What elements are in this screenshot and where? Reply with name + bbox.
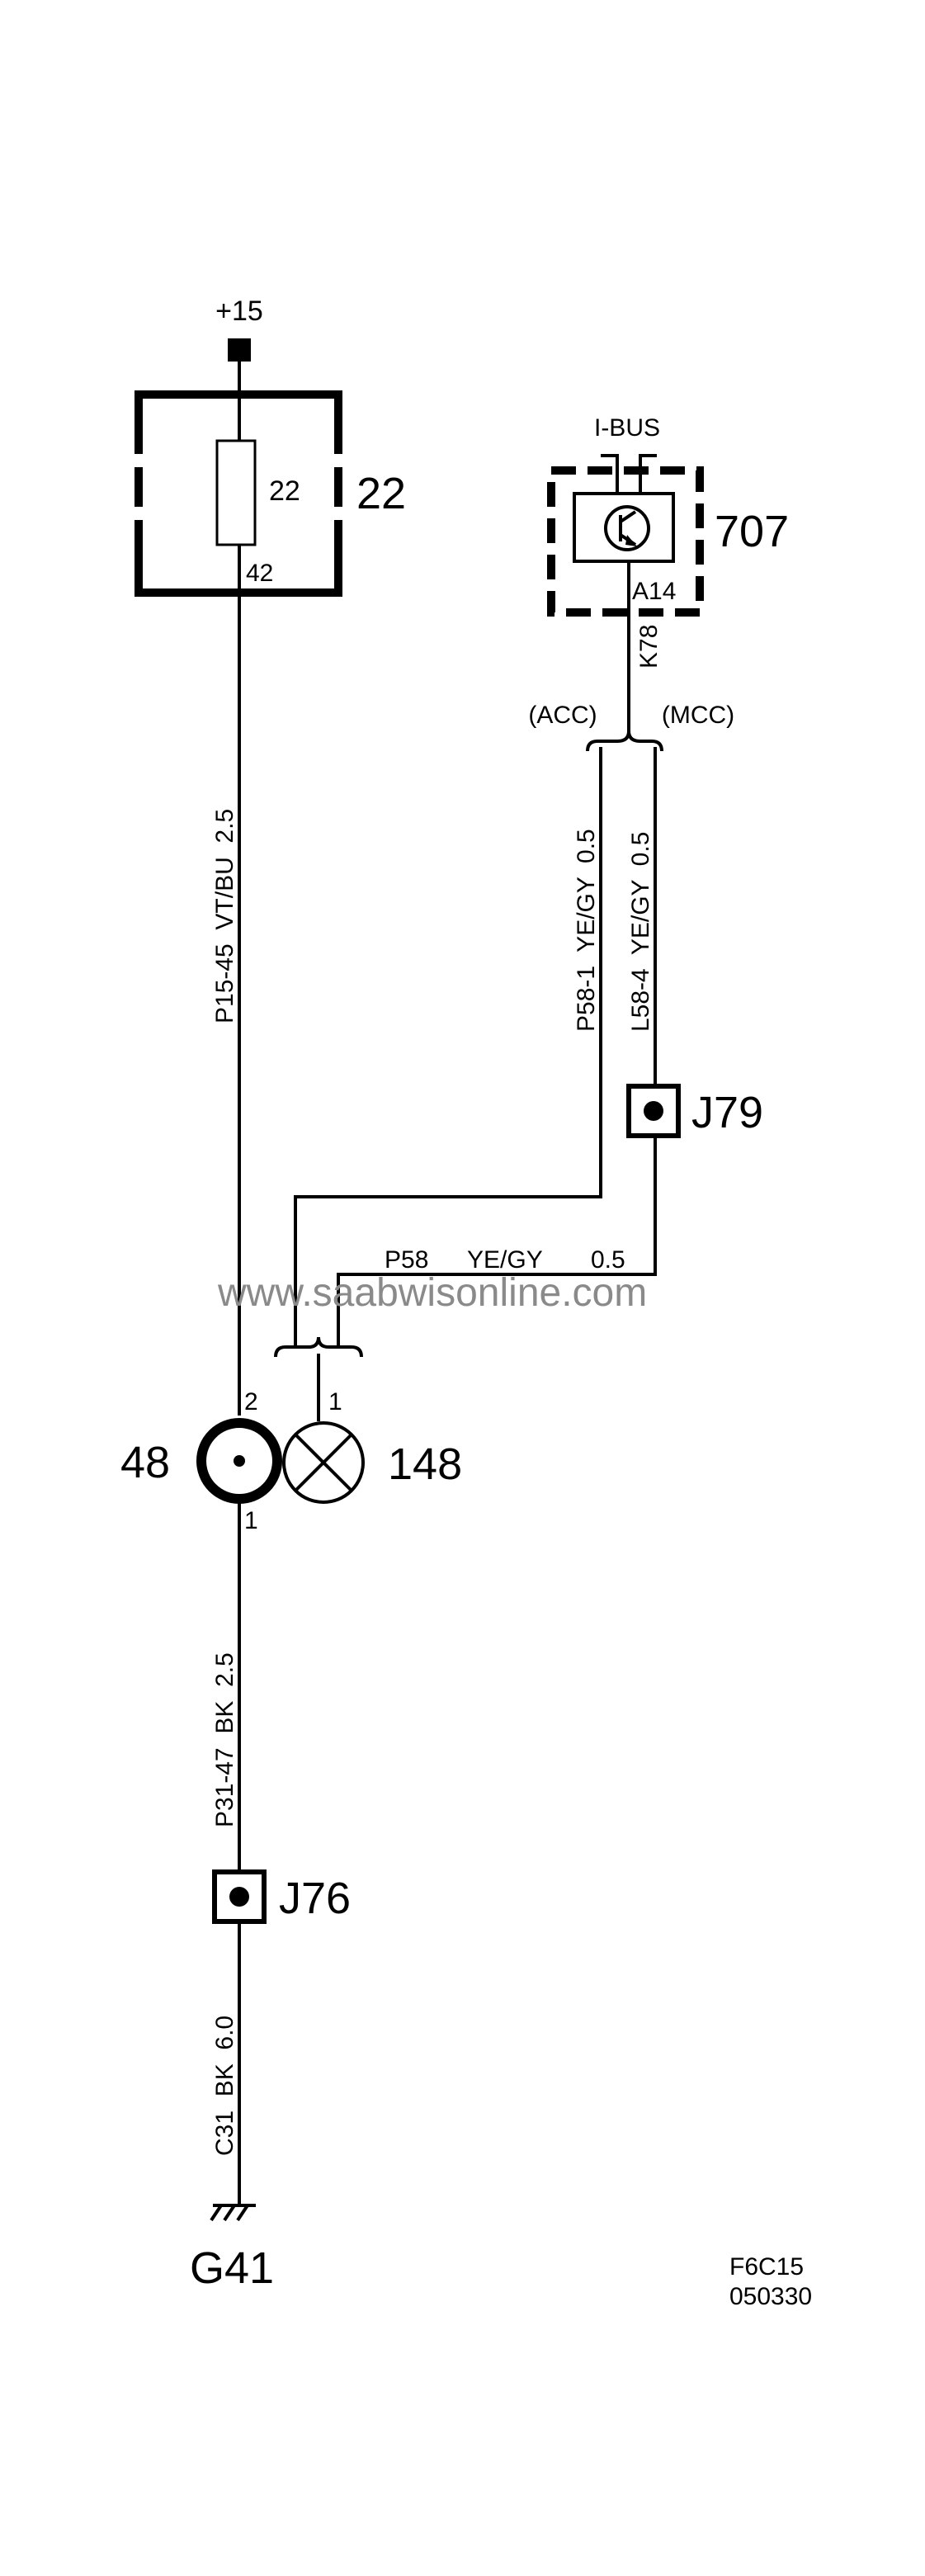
watermark: www.saabwisonline.com <box>217 1271 647 1315</box>
branch-right-label: (MCC) <box>662 702 734 729</box>
splice-j76-id: J76 <box>279 1874 351 1923</box>
doc-date: 050330 <box>729 2283 812 2310</box>
wire-mcc-label: L58-4 YE/GY 0.5 <box>627 832 654 1032</box>
branch-left-label: (ACC) <box>528 702 597 729</box>
fuse-box-id: 22 <box>356 469 406 518</box>
supply-terminal <box>228 338 251 362</box>
fuse-label: 22 <box>269 475 300 507</box>
wire-ground-lower-label: C31 BK 6.0 <box>211 2016 238 2156</box>
lamp-id: 148 <box>388 1439 462 1489</box>
fuse-pin: 42 <box>246 560 273 587</box>
lamp-brace <box>274 1336 363 1358</box>
switch-48 <box>196 1418 282 1504</box>
wire-k78-label: K78 <box>635 625 663 669</box>
splice-j79 <box>626 1084 681 1138</box>
module-id: 707 <box>715 507 789 556</box>
lamp-pin: 1 <box>328 1388 342 1416</box>
wire-ground-upper-label: P31-47 BK 2.5 <box>211 1652 238 1827</box>
branch-brace <box>586 730 663 752</box>
module-bus-label: I-BUS <box>594 414 660 442</box>
wire-horizontal-color: YE/GY <box>467 1246 543 1274</box>
wire-horizontal-code: P58 <box>385 1246 428 1274</box>
fuse-element <box>215 439 257 546</box>
fuse-box-22 <box>135 390 342 597</box>
switch-id: 48 <box>120 1438 170 1487</box>
wire-acc-label: P58-1 YE/GY 0.5 <box>573 829 600 1032</box>
ground-symbol <box>210 2204 256 2222</box>
wire-main-label: P15-45 VT/BU 2.5 <box>211 809 238 1023</box>
ground-id: G41 <box>190 2243 274 2293</box>
lamp-148 <box>282 1421 365 1504</box>
doc-code: F6C15 <box>729 2253 804 2281</box>
splice-j79-id: J79 <box>691 1088 763 1137</box>
splice-j76 <box>212 1869 267 1924</box>
module-707 <box>547 454 704 617</box>
supply-label: +15 <box>215 295 263 327</box>
switch-pin-top: 2 <box>244 1388 258 1416</box>
wire-horizontal <box>337 1136 657 1345</box>
module-pin: A14 <box>632 578 676 605</box>
switch-pin-bottom: 1 <box>244 1507 258 1534</box>
wire-horizontal-size: 0.5 <box>591 1246 625 1274</box>
wire-acc <box>294 747 602 1345</box>
